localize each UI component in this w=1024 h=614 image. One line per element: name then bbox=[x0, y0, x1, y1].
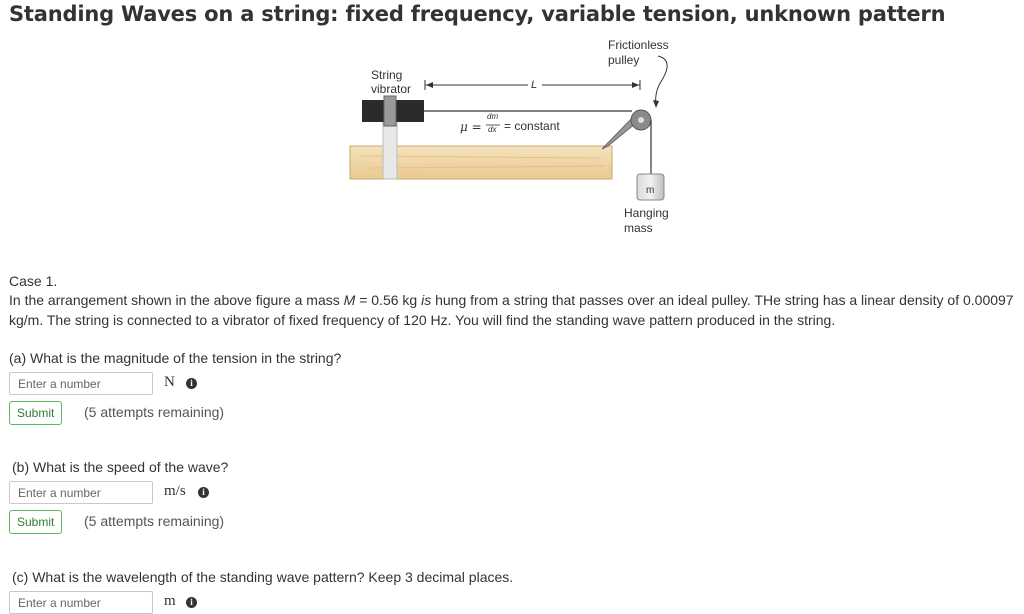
hanging-mass-block bbox=[636, 173, 665, 201]
answer-b-input[interactable] bbox=[9, 481, 153, 504]
question-c-prompt: (c) What is the wavelength of the standi… bbox=[12, 569, 514, 585]
mass-symbol: M bbox=[343, 292, 356, 308]
mass-label: m bbox=[646, 185, 655, 196]
attempts-b-remaining: (5 attempts remaining) bbox=[84, 513, 225, 529]
answer-c-unit: m bbox=[164, 593, 176, 609]
answer-c-input[interactable] bbox=[9, 591, 153, 614]
page-title: Standing Waves on a string: fixed freque… bbox=[9, 2, 946, 26]
info-icon[interactable]: i bbox=[198, 487, 209, 498]
vibrator-label-line2: vibrator bbox=[371, 82, 412, 96]
apparatus-diagram bbox=[349, 55, 668, 201]
pulley-label-line2: pulley bbox=[608, 53, 640, 67]
submit-a-button[interactable]: Submit bbox=[9, 401, 63, 425]
attempts-a-remaining: (5 attempts remaining) bbox=[84, 404, 225, 420]
question-a-prompt: (a) What is the magnitude of the tension… bbox=[9, 350, 342, 366]
vibrator-label-line1: String bbox=[371, 68, 403, 82]
case-label: Case 1. bbox=[9, 273, 58, 289]
standing-wave-figure: Frictionless pulley String vibrator L μ … bbox=[340, 34, 700, 244]
case-description: In the arrangement shown in the above fi… bbox=[9, 292, 1014, 328]
dm-label: dm bbox=[487, 112, 499, 121]
constant-label: = constant bbox=[504, 119, 560, 133]
info-icon[interactable]: i bbox=[186, 597, 197, 608]
mu-symbol: μ = bbox=[460, 120, 482, 134]
dx-label: dx bbox=[488, 125, 497, 134]
length-label: L bbox=[531, 79, 538, 91]
hanging-label-line1: Hanging bbox=[624, 206, 669, 220]
answer-a-input[interactable] bbox=[9, 372, 153, 395]
info-icon[interactable]: i bbox=[186, 378, 197, 389]
answer-b-unit: m/s bbox=[164, 483, 186, 499]
question-b-prompt: (b) What is the speed of the wave? bbox=[12, 459, 229, 475]
pulley-label-line1: Frictionless bbox=[608, 38, 669, 52]
submit-b-button[interactable]: Submit bbox=[9, 510, 63, 534]
hanging-label-line2: mass bbox=[624, 221, 653, 235]
answer-a-unit: N bbox=[164, 374, 175, 390]
